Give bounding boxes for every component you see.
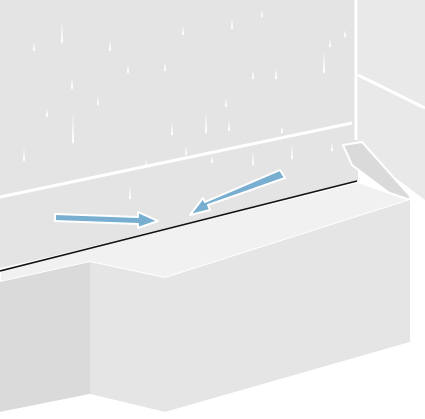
- water-drop: [281, 126, 283, 134]
- bathtub-front-panel: [90, 262, 165, 412]
- water-drop: [171, 122, 173, 136]
- water-drop: [109, 40, 111, 52]
- water-drop: [231, 18, 233, 30]
- water-drop: [61, 20, 63, 44]
- arrow-right-icon: [54, 211, 159, 229]
- water-drop: [323, 50, 325, 74]
- water-drop: [205, 112, 207, 134]
- water-drop: [185, 146, 187, 156]
- water-drop: [127, 64, 129, 74]
- arrow-down-left-icon: [189, 169, 286, 216]
- water-drop: [129, 186, 131, 200]
- water-drop: [252, 152, 254, 166]
- bathtub-left-panel: [0, 262, 90, 412]
- water-drop: [182, 26, 184, 36]
- water-drop: [261, 10, 263, 18]
- water-drop: [331, 142, 333, 152]
- grout-line-horizontal: [0, 121, 353, 199]
- sealant-joint-line: [0, 180, 358, 272]
- water-drop: [252, 70, 254, 80]
- water-drop: [291, 144, 293, 160]
- water-drop: [225, 98, 227, 108]
- water-drop: [23, 148, 25, 162]
- tile-grout-lines: [0, 0, 425, 199]
- water-drop: [33, 42, 35, 52]
- tiled-wall: [0, 0, 358, 268]
- water-drop: [145, 160, 147, 168]
- water-drop: [275, 68, 277, 80]
- side-wall: [358, 0, 425, 200]
- water-drop: [228, 120, 230, 132]
- water-drop: [344, 30, 346, 38]
- grout-line-side: [357, 73, 425, 110]
- floor: [0, 342, 425, 419]
- water-drop: [164, 62, 166, 72]
- bathtub-front-right: [165, 200, 410, 412]
- water-drop: [211, 156, 213, 164]
- water-drop: [46, 108, 48, 118]
- water-drop: [71, 78, 73, 90]
- water-drops: [23, 10, 346, 200]
- water-drop: [329, 38, 331, 48]
- water-drop: [72, 112, 74, 144]
- water-drop: [97, 96, 99, 106]
